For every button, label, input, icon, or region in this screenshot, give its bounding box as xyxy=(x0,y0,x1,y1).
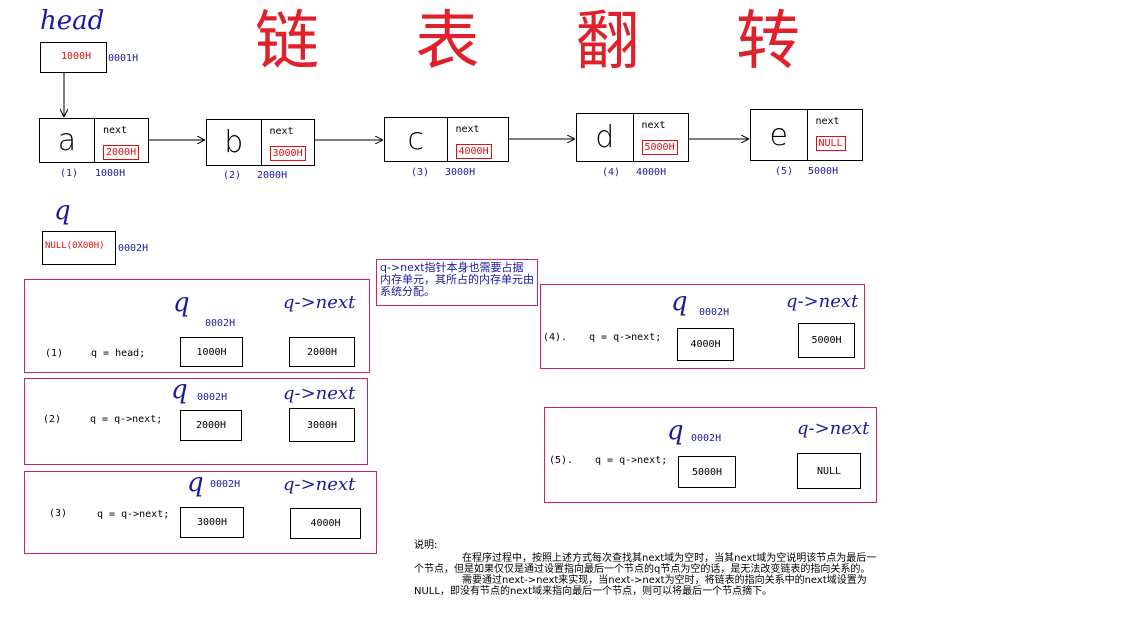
step-q-address: 0002H xyxy=(210,479,241,490)
step-next-label: q->next xyxy=(283,383,356,404)
step-index: (4). xyxy=(543,332,568,343)
step-q-value: 1000H xyxy=(180,337,243,367)
step-4: (4). q = q->next; q 0002H 4000H q->next … xyxy=(540,284,865,369)
step-code: q = q->next; xyxy=(97,509,170,520)
node-address: 2000H xyxy=(257,170,288,181)
step-next-value: NULL xyxy=(797,453,861,489)
step-q-label: q xyxy=(187,468,204,498)
step-next-value: 5000H xyxy=(798,323,855,358)
head-address: 0001H xyxy=(108,53,139,64)
step-code: q = q->next; xyxy=(595,455,668,466)
step-q-address: 0002H xyxy=(197,392,228,403)
node-letter: e xyxy=(751,110,808,160)
step-q-address: 0002H xyxy=(691,433,722,444)
explanation-paragraph-1: 在程序过程中，按照上述方式每次查找其next域为空时，当其next域为空说明该节… xyxy=(414,553,877,575)
explanation-paragraph-2: 需要通过next->next来实现，当next->next为空时，将链表的指向关… xyxy=(414,575,867,597)
step-index: (5). xyxy=(549,455,574,466)
node-index: (3) xyxy=(411,167,430,178)
q-box: NULL(0X00H) xyxy=(42,231,116,265)
step-q-label: q xyxy=(671,287,688,317)
page-title: 链 表 翻 转 xyxy=(255,5,839,79)
step-next-label: q->next xyxy=(283,292,356,313)
node-c: c next 4000H xyxy=(384,117,509,162)
step-q-label: q xyxy=(173,288,190,318)
next-field-value: 3000H xyxy=(269,146,306,161)
q-value: NULL(0X00H) xyxy=(45,241,105,251)
node-index: (4) xyxy=(602,167,621,178)
node-d: d next 5000H xyxy=(576,113,689,162)
step-next-value: 3000H xyxy=(289,408,355,442)
next-field-label: next xyxy=(103,125,128,136)
explanation-heading: 说明: xyxy=(414,540,438,551)
step-index: (1) xyxy=(45,348,64,359)
next-field-label: next xyxy=(641,120,666,131)
step-index: (2) xyxy=(43,414,62,425)
step-q-value: 2000H xyxy=(180,410,242,441)
node-letter: b xyxy=(207,120,262,165)
step-index: (3) xyxy=(49,508,68,519)
node-a: a next 2000H xyxy=(39,118,149,163)
step-q-address: 0002H xyxy=(699,307,730,318)
step-5: (5). q = q->next; q 0002H 5000H q->next … xyxy=(544,407,877,503)
next-field-value: 4000H xyxy=(455,144,492,159)
step-next-value: 2000H xyxy=(289,337,355,367)
memory-note: q->next指针本身也需要占据内存单元，其所占的内存单元由系统分配。 xyxy=(376,259,538,306)
step-next-value: 4000H xyxy=(290,508,361,539)
step-1: (1) q = head; q 0002H 1000H q->next 2000… xyxy=(24,279,370,373)
head-box: 1000H xyxy=(40,42,107,73)
node-address: 1000H xyxy=(95,168,126,179)
node-index: (2) xyxy=(223,170,242,181)
explanation: 说明: 在程序过程中，按照上述方式每次查找其next域为空时，当其next域为空… xyxy=(414,540,886,597)
next-field-value: 2000H xyxy=(103,145,140,160)
step-q-label: q xyxy=(171,375,188,405)
step-3: (3) q = q->next; q 0002H 3000H q->next 4… xyxy=(24,468,377,554)
step-code: q = q->next; xyxy=(589,332,662,343)
node-address: 5000H xyxy=(808,166,839,177)
node-b: b next 3000H xyxy=(206,119,315,166)
step-next-label: q->next xyxy=(786,291,859,312)
head-label: head xyxy=(40,6,105,36)
next-field-label: next xyxy=(455,124,480,135)
node-letter: d xyxy=(577,114,634,161)
node-index: (5) xyxy=(775,166,794,177)
node-letter: c xyxy=(385,118,448,161)
step-q-value: 4000H xyxy=(677,328,734,361)
next-field-label: next xyxy=(269,126,294,137)
next-field-value: NULL xyxy=(815,136,846,151)
step-q-label: q xyxy=(667,416,684,446)
step-code: q = head; xyxy=(91,348,146,359)
next-field-label: next xyxy=(815,116,840,127)
step-next-label: q->next xyxy=(283,474,356,495)
step-code: q = q->next; xyxy=(90,414,163,425)
q-label: q xyxy=(54,196,71,226)
step-q-value: 3000H xyxy=(180,507,244,538)
step-next-label: q->next xyxy=(797,418,870,439)
node-address: 3000H xyxy=(445,167,476,178)
node-address: 4000H xyxy=(636,167,667,178)
node-index: (1) xyxy=(60,168,79,179)
step-q-address: 0002H xyxy=(205,318,236,329)
q-address: 0002H xyxy=(118,243,149,254)
node-letter: a xyxy=(40,119,95,162)
step-2: (2) q = q->next; q 0002H 2000H q->next 3… xyxy=(24,375,368,465)
head-value: 1000H xyxy=(61,51,92,62)
next-field-value: 5000H xyxy=(641,140,678,155)
step-q-value: 5000H xyxy=(678,456,736,488)
